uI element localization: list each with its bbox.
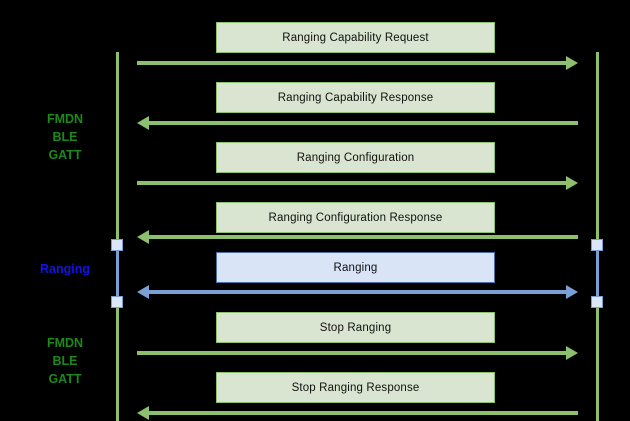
side-label-line: GATT xyxy=(48,148,82,162)
lifeline-left-segment-ranging xyxy=(116,246,119,304)
arrow-shaft xyxy=(137,61,566,65)
lifeline-right-segment-bottom xyxy=(596,303,599,421)
message-box-stop-ranging-response: Stop Ranging Response xyxy=(216,372,495,403)
arrowhead-right-icon xyxy=(566,176,578,190)
side-label-line: GATT xyxy=(48,372,82,386)
arrow-shaft xyxy=(149,121,578,125)
arrowhead-right-icon xyxy=(566,56,578,70)
arrowhead-left-icon xyxy=(137,116,149,130)
message-arrow-ranging-configuration xyxy=(137,176,578,190)
arrowhead-left-icon xyxy=(137,406,149,420)
message-box-ranging-capability-response: Ranging Capability Response xyxy=(216,82,495,113)
arrow-shaft xyxy=(137,181,566,185)
activation-box-left-start xyxy=(111,239,123,251)
arrow-shaft xyxy=(149,290,566,294)
side-label-line: Ranging xyxy=(40,262,90,276)
lifeline-right-segment-top xyxy=(596,52,599,246)
message-box-ranging: Ranging xyxy=(216,252,495,283)
arrow-shaft xyxy=(149,411,578,415)
lifeline-left-segment-top xyxy=(116,52,119,246)
arrowhead-left-icon xyxy=(137,285,149,299)
activation-box-left-end xyxy=(111,296,123,308)
side-label-ranging: Ranging xyxy=(22,260,108,278)
side-label-line: BLE xyxy=(52,130,78,144)
side-label-line: FMDN xyxy=(46,336,84,350)
arrowhead-right-icon xyxy=(566,346,578,360)
message-box-ranging-configuration-response: Ranging Configuration Response xyxy=(216,202,495,233)
message-box-ranging-capability-request: Ranging Capability Request xyxy=(216,22,495,53)
arrow-shaft xyxy=(137,351,566,355)
side-label-line: FMDN xyxy=(46,112,84,126)
side-label-line: BLE xyxy=(52,354,78,368)
activation-box-right-start xyxy=(591,239,603,251)
message-arrow-ranging-capability-response xyxy=(137,116,578,130)
message-arrow-ranging-capability-request xyxy=(137,56,578,70)
arrowhead-left-icon xyxy=(137,230,149,244)
message-box-ranging-configuration: Ranging Configuration xyxy=(216,142,495,173)
message-arrow-stop-ranging-response xyxy=(137,406,578,420)
side-label-fmdn-top: FMDN BLE GATT xyxy=(22,110,108,164)
side-label-fmdn-bottom: FMDN BLE GATT xyxy=(22,334,108,388)
arrow-shaft xyxy=(149,235,578,239)
lifeline-left-segment-bottom xyxy=(116,303,119,421)
lifeline-right-segment-ranging xyxy=(596,246,599,304)
message-arrow-ranging-bidirectional xyxy=(137,285,578,299)
arrowhead-right-icon xyxy=(566,285,578,299)
message-arrow-ranging-configuration-response xyxy=(137,230,578,244)
message-arrow-stop-ranging xyxy=(137,346,578,360)
activation-box-right-end xyxy=(591,296,603,308)
message-box-stop-ranging: Stop Ranging xyxy=(216,312,495,343)
